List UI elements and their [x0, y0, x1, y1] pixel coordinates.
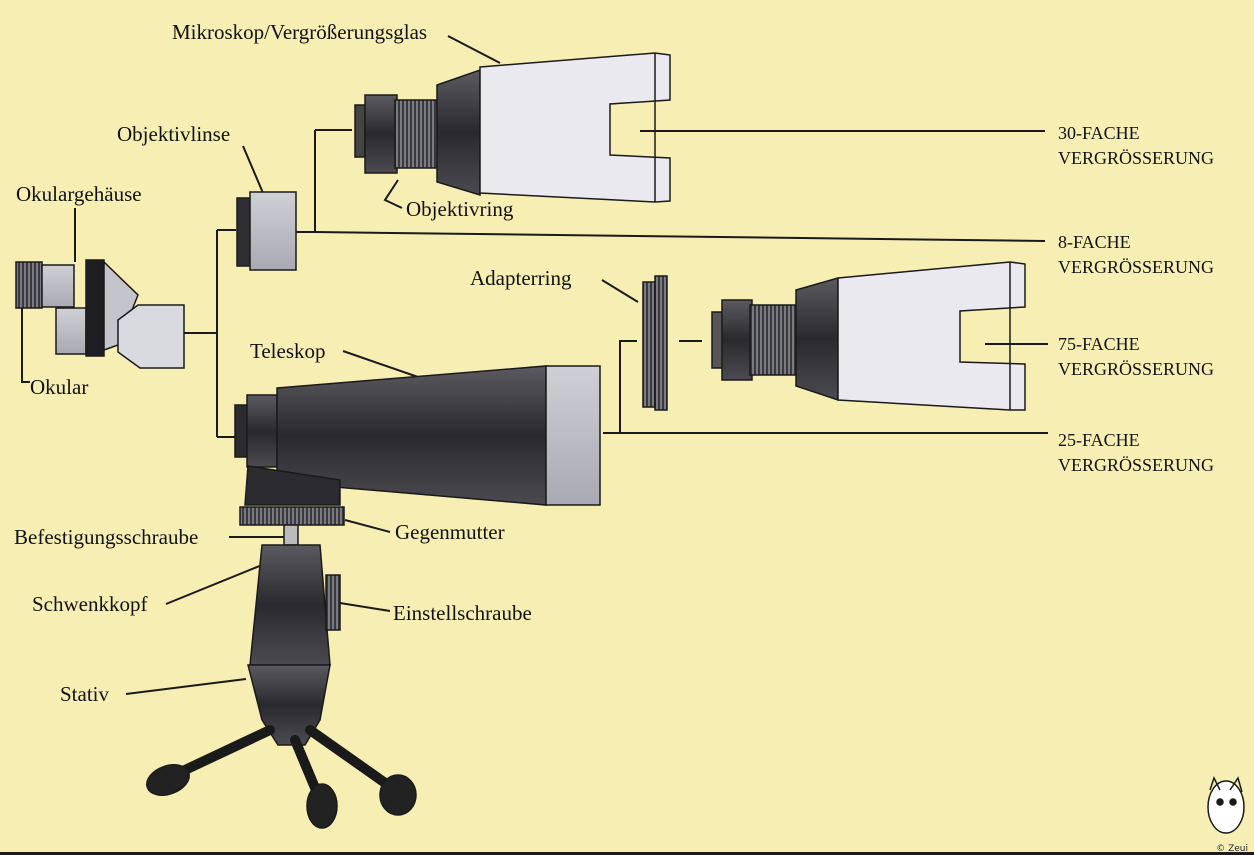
leader-gegenmutter — [344, 519, 391, 533]
microscope-top — [354, 52, 671, 203]
objective-lens-body — [249, 191, 297, 271]
tripod-foot-center — [306, 783, 338, 829]
connector-lines — [21, 35, 1048, 695]
leader-okular — [21, 308, 30, 383]
label-okular: Okular — [30, 375, 89, 399]
microscope-right — [711, 261, 1026, 411]
eyepiece-lower-tube — [55, 307, 87, 355]
leader-einstellschraube — [339, 602, 391, 612]
microscope-top-objektivring — [394, 99, 438, 169]
telescope-objective-front — [545, 365, 601, 506]
label-magnification-25x: 25-FACHE VERGRÖSSERUNG — [1058, 430, 1215, 475]
copyright-text: © Zeui — [1216, 844, 1248, 854]
eyepiece-housing-band — [85, 259, 105, 357]
microscope-right-housing — [837, 261, 1026, 411]
connector-objective-tree — [296, 129, 352, 233]
connector-adapter — [619, 340, 702, 433]
leader-mikroskop — [447, 35, 501, 64]
label-einstellschraube: Einstellschraube — [393, 601, 532, 625]
eyepiece-lens — [41, 264, 75, 308]
label-mikroskop: Mikroskop/Vergrößerungsglas — [172, 20, 428, 44]
telescope-rear — [246, 394, 278, 468]
befestigungsschraube-screw — [283, 524, 299, 546]
leader-adapterring — [601, 279, 639, 303]
leader-stativ — [125, 678, 247, 695]
label-gegenmutter: Gegenmutter — [395, 520, 505, 544]
microscope-top-lens — [364, 94, 398, 174]
eyepiece-funnel — [117, 304, 185, 369]
label-okulargehaeuse: Okulargehäuse — [16, 182, 142, 206]
microscope-right-ring — [749, 304, 797, 376]
telescope-mount — [244, 465, 341, 506]
tripod — [146, 506, 417, 829]
adapter-ring — [642, 275, 668, 411]
gegenmutter-nut — [239, 506, 345, 526]
tripod-legs — [180, 725, 393, 800]
microscope-right-body — [795, 277, 839, 402]
label-stativ: Stativ — [60, 682, 110, 706]
leader-schwenkkopf — [165, 564, 263, 605]
label-befestigungsschraube: Befestigungsschraube — [14, 525, 199, 549]
eyepiece-assembly — [15, 259, 185, 369]
microscope-top-front-ring — [354, 104, 366, 158]
zeui-logo — [1207, 776, 1245, 834]
einstellschraube-knob — [325, 574, 341, 631]
eyepiece-knurled-ring — [15, 261, 43, 309]
label-magnification-8x: 8-FACHE VERGRÖSSERUNG — [1058, 232, 1215, 277]
tripod-foot-right — [379, 774, 417, 816]
label-magnification-30x: 30-FACHE VERGRÖSSERUNG — [1058, 123, 1215, 168]
schwenkkopf-head — [249, 544, 331, 666]
microscope-top-housing — [479, 52, 671, 203]
label-teleskop: Teleskop — [250, 339, 326, 363]
microscope-top-body — [436, 68, 481, 197]
objective-lens-front — [236, 197, 252, 267]
objective-lens — [236, 191, 297, 271]
microscope-right-lens — [721, 299, 753, 381]
leader-8x — [314, 231, 1046, 242]
label-adapterring: Adapterring — [470, 266, 572, 290]
label-objektivlinse: Objektivlinse — [117, 122, 231, 146]
leader-teleskop — [342, 350, 419, 378]
stativ-column — [247, 664, 331, 746]
label-objektivring: Objektivring — [406, 197, 514, 221]
connector-eyepiece-tree — [184, 229, 236, 438]
leader-objektivlinse — [242, 145, 264, 194]
tripod-foot-left — [146, 764, 190, 796]
leader-objektivring — [383, 179, 403, 209]
telescope — [234, 365, 601, 506]
label-magnification-75x: 75-FACHE VERGRÖSSERUNG — [1058, 334, 1215, 379]
label-schwenkkopf: Schwenkkopf — [32, 592, 148, 616]
bottom-edge — [0, 852, 1254, 855]
